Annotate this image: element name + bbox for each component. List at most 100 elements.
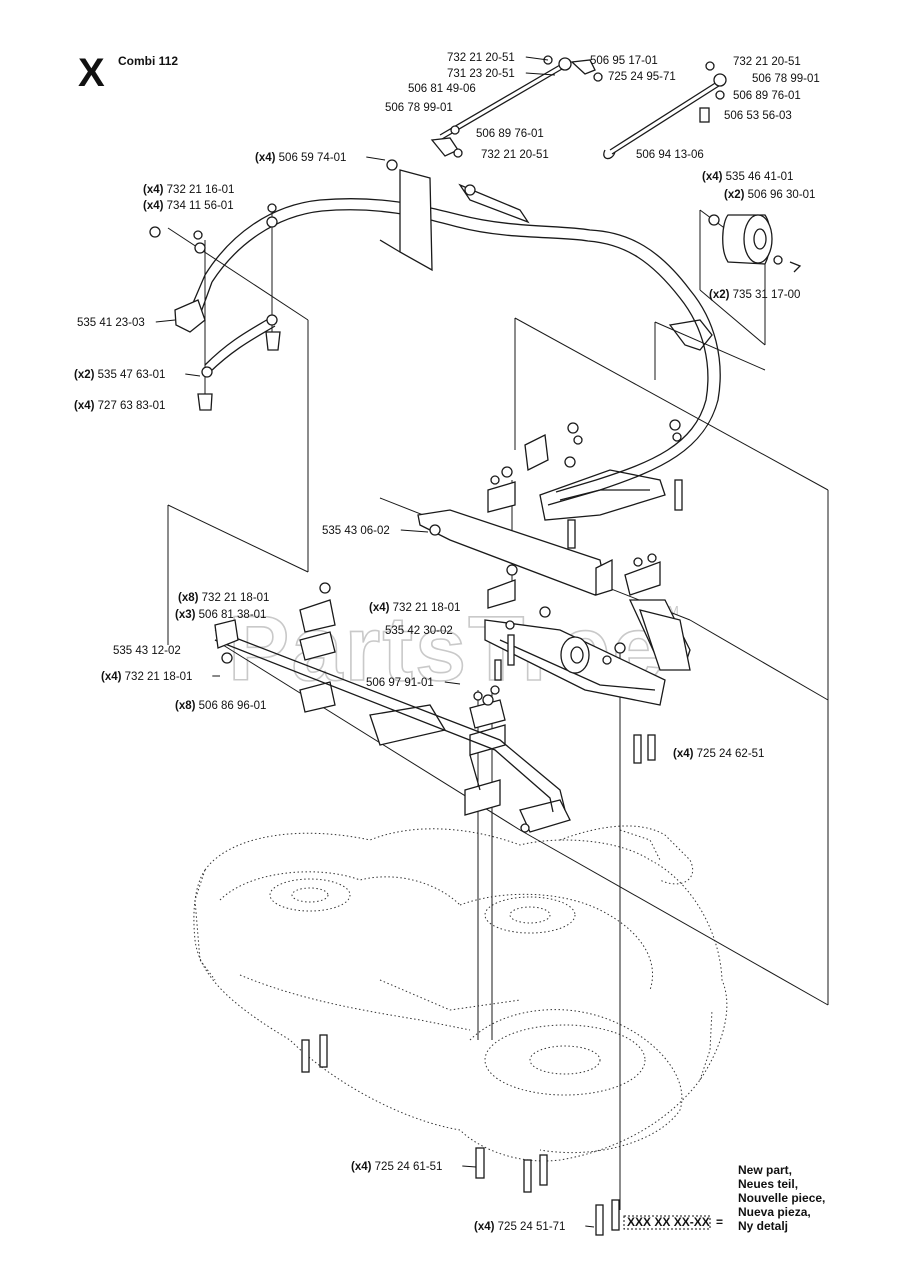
part-label: (x4) 732 21 18-01	[101, 671, 192, 683]
part-label: (x8) 506 86 96-01	[175, 700, 266, 712]
part-label: (x4) 732 21 18-01	[369, 602, 460, 614]
part-label: 535 43 12-02	[113, 645, 181, 657]
part-number: 506 78 99-01	[752, 73, 820, 85]
part-label: 506 78 99-01	[385, 102, 453, 114]
model-title: Combi 112	[118, 54, 178, 68]
part-label: (x3) 506 81 38-01	[175, 609, 266, 621]
part-label: (x2) 735 31 17-00	[709, 289, 800, 301]
part-number: 732 21 20-51	[733, 56, 801, 68]
leader-line	[462, 1165, 477, 1168]
center-bracket	[379, 169, 530, 272]
part-label: 535 41 23-03	[77, 317, 145, 329]
part-number: 727 63 83-01	[98, 400, 166, 412]
part-label: 506 95 17-01	[590, 55, 658, 67]
part-qty: (x4)	[255, 152, 279, 164]
leader-line	[585, 1225, 595, 1228]
part-label: 506 94 13-06	[636, 149, 704, 161]
part-label: (x4) 732 21 16-01	[143, 184, 234, 196]
part-qty: (x4)	[143, 184, 167, 196]
part-qty: (x8)	[175, 700, 199, 712]
part-labels: 732 21 20-51 731 23 20-51 506 81 49-06 506 …	[74, 52, 820, 1233]
part-number: 725 24 95-71	[608, 71, 676, 83]
part-number: 735 31 17-00	[733, 289, 801, 301]
part-qty: (x2)	[74, 369, 98, 381]
part-qty: (x4)	[351, 1161, 375, 1173]
part-number: 506 81 49-06	[408, 83, 476, 95]
part-label: (x4) 725 24 61-51	[351, 1161, 442, 1173]
leader-line	[185, 373, 201, 377]
part-label: (x4) 727 63 83-01	[74, 400, 165, 412]
leader-line	[400, 529, 429, 533]
part-qty: (x4)	[74, 400, 98, 412]
legend: XXX XX XX-XX = New part, Neues teil, Nou…	[623, 1163, 825, 1233]
part-number: 506 86 96-01	[199, 700, 267, 712]
part-label: 506 78 99-01	[752, 73, 820, 85]
part-qty: (x2)	[709, 289, 733, 301]
part-label: 732 21 20-51	[447, 52, 515, 64]
part-label: (x2) 535 47 63-01	[74, 369, 165, 381]
part-qty: (x2)	[724, 189, 748, 201]
part-qty: (x4)	[673, 748, 697, 760]
part-label: 506 89 76-01	[733, 90, 801, 102]
part-qty: (x4)	[143, 200, 167, 212]
part-number: 731 23 20-51	[447, 68, 515, 80]
part-label: 732 21 20-51	[481, 149, 549, 161]
fasteners	[149, 159, 683, 1236]
legend-line-1: New part,	[738, 1163, 792, 1177]
roller-wheel	[708, 214, 802, 273]
part-number: 506 89 76-01	[476, 128, 544, 140]
part-label: (x4) 725 24 62-51	[673, 748, 764, 760]
part-number: 506 59 74-01	[279, 152, 347, 164]
part-qty: (x8)	[178, 592, 202, 604]
part-number: 506 95 17-01	[590, 55, 658, 67]
part-number: 506 97 91-01	[366, 677, 434, 689]
part-number: 732 21 16-01	[167, 184, 235, 196]
legend-code-box	[623, 1215, 711, 1230]
section-letter: X	[78, 51, 105, 95]
leader-line	[366, 156, 386, 161]
part-label: 506 97 91-01	[366, 677, 434, 689]
part-qty: (x4)	[702, 171, 726, 183]
part-number: 535 43 06-02	[322, 525, 390, 537]
leader-line	[444, 681, 461, 685]
part-number: 506 53 56-03	[724, 110, 792, 122]
part-label: (x2) 506 96 30-01	[724, 189, 815, 201]
leader-line	[155, 319, 176, 323]
center-plate	[484, 609, 691, 706]
lift-frame	[174, 198, 721, 521]
part-label: 731 23 20-51	[447, 68, 515, 80]
part-number: 506 78 99-01	[385, 102, 453, 114]
legend-line-4: Nueva pieza,	[738, 1205, 811, 1219]
part-number: 506 81 38-01	[199, 609, 267, 621]
part-label: (x4) 535 46 41-01	[702, 171, 793, 183]
part-qty: (x4)	[101, 671, 125, 683]
part-number: 725 24 51-71	[498, 1221, 566, 1233]
part-label: 506 89 76-01	[476, 128, 544, 140]
linkage-rod-right	[603, 61, 727, 160]
part-qty: (x3)	[175, 609, 199, 621]
part-label: 506 53 56-03	[724, 110, 792, 122]
linkage-rod-left	[430, 55, 603, 158]
part-label: 535 42 30-02	[385, 625, 453, 637]
side-link-left	[197, 314, 281, 411]
part-number: 725 24 62-51	[697, 748, 765, 760]
part-label: (x4) 506 59 74-01	[255, 152, 346, 164]
part-number: 732 21 20-51	[447, 52, 515, 64]
mower-deck	[193, 825, 728, 1162]
part-label: 506 81 49-06	[408, 83, 476, 95]
legend-line-3: Nouvelle piece,	[738, 1191, 825, 1205]
part-label: 725 24 95-71	[608, 71, 676, 83]
part-number: 732 21 18-01	[125, 671, 193, 683]
part-number: 734 11 56-01	[167, 200, 234, 212]
part-number: 535 42 30-02	[385, 625, 453, 637]
legend-code: XXX XX XX-XX	[627, 1215, 710, 1229]
lift-bar	[214, 619, 566, 813]
part-number: 535 46 41-01	[726, 171, 794, 183]
legend-line-2: Neues teil,	[738, 1177, 798, 1191]
part-number: 732 21 18-01	[202, 592, 270, 604]
part-qty: (x4)	[474, 1221, 498, 1233]
leader-line	[525, 72, 556, 76]
legend-equals: =	[716, 1215, 723, 1229]
part-number: 732 21 20-51	[481, 149, 549, 161]
